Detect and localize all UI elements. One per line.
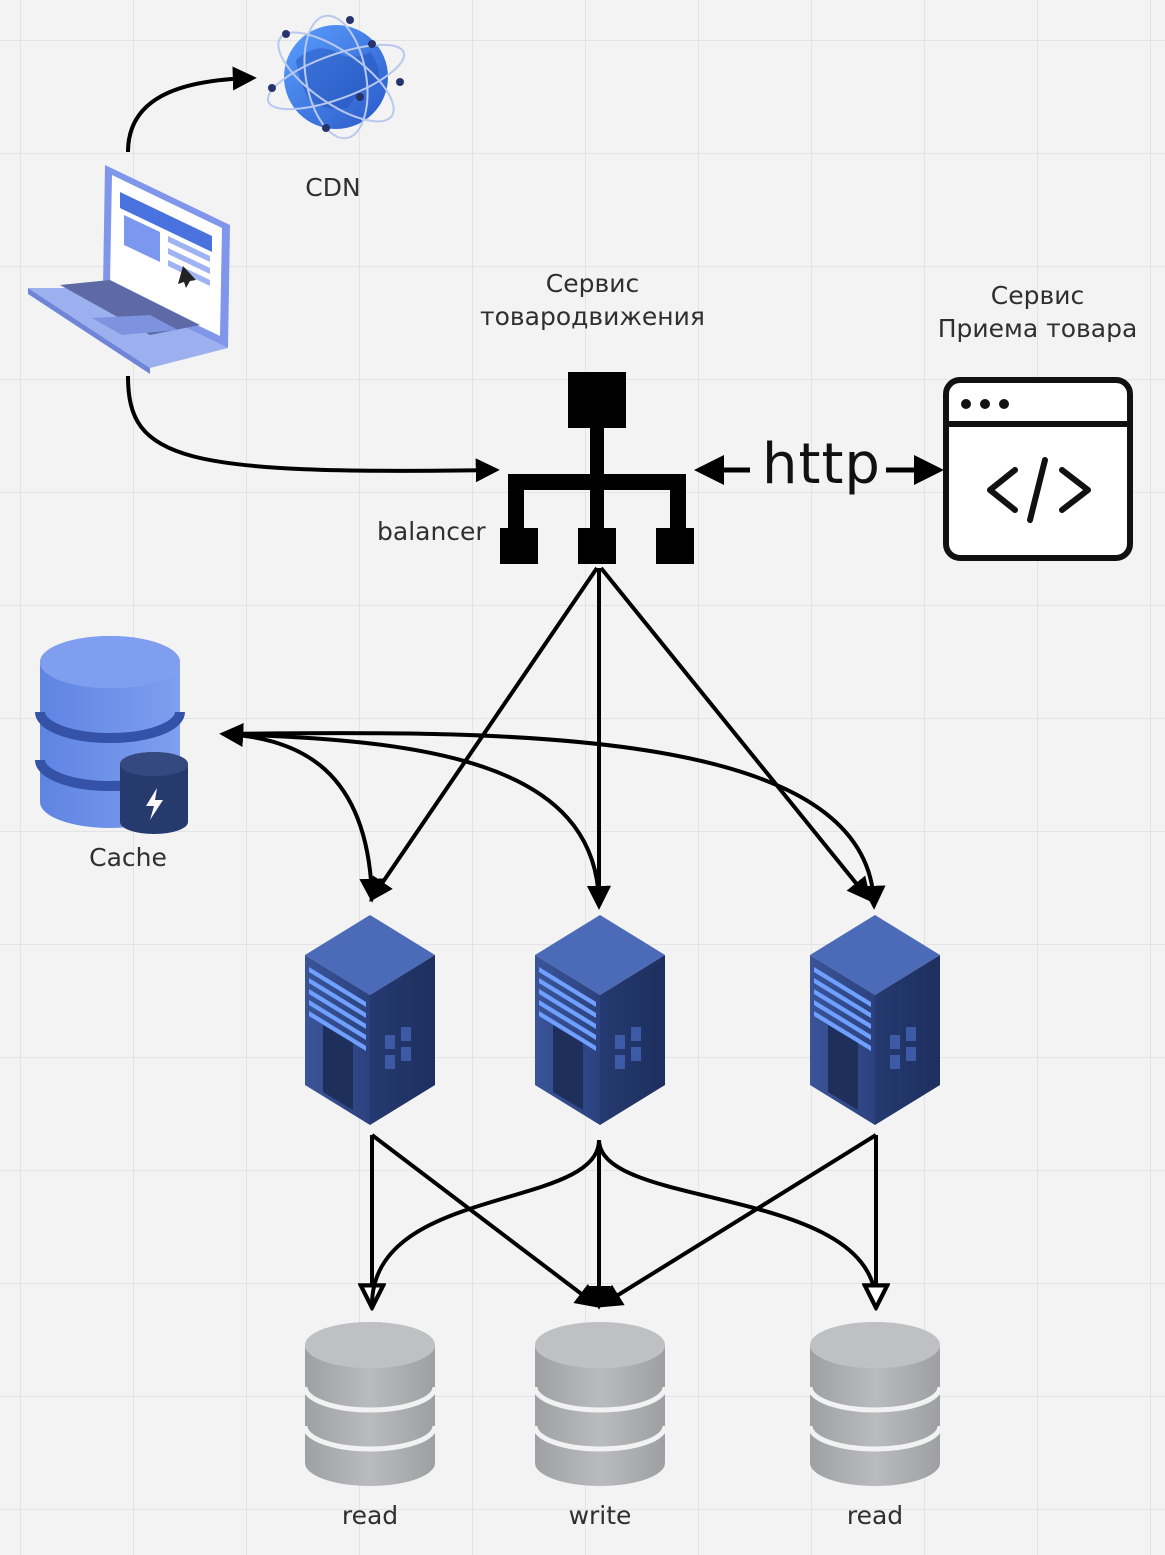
load-balancer-icon	[500, 372, 694, 564]
globe-icon	[266, 14, 406, 140]
database-icon	[810, 1322, 940, 1486]
laptop-icon	[28, 165, 230, 374]
code-window-icon	[943, 377, 1133, 561]
server-rack-icon	[810, 915, 940, 1125]
cache-database-icon	[35, 636, 188, 834]
server-2-to-read-right	[597, 1139, 878, 1306]
service-receive-line-1: Сервис	[990, 281, 1085, 310]
server-rack-icon	[305, 915, 435, 1125]
service-main-title: Сервис товародвижения	[455, 268, 730, 333]
balancer-label: balancer	[377, 517, 486, 546]
http-label: http	[762, 432, 881, 497]
server-1-to-write	[370, 1133, 600, 1308]
service-receive-title: Сервис Приема товара	[925, 280, 1150, 345]
database-icon	[305, 1322, 435, 1486]
db-read-left-label: read	[341, 1501, 399, 1530]
cache-server-3-arrow	[223, 731, 886, 910]
server-2-to-read-left	[370, 1139, 601, 1306]
server-rack-icon	[535, 915, 665, 1125]
balancer-to-server-3	[599, 566, 872, 902]
cdn-label: CDN	[305, 173, 361, 202]
balancer-to-server-1	[369, 566, 599, 902]
service-main-line-2: товародвижения	[480, 301, 705, 331]
cache-server-1-arrow	[219, 723, 384, 903]
service-main-line-1: Сервис	[545, 269, 640, 298]
db-read-right-label: read	[846, 1501, 904, 1530]
database-icon	[535, 1322, 665, 1486]
server-3-to-write	[597, 1133, 878, 1308]
laptop-to-balancer-arrow	[126, 375, 500, 483]
service-receive-line-2: Приема товара	[937, 313, 1138, 343]
db-write-label: write	[568, 1501, 632, 1530]
cache-label: Cache	[89, 843, 167, 872]
cache-server-2-arrow	[223, 732, 611, 910]
laptop-to-cdn-arrow	[126, 66, 257, 153]
